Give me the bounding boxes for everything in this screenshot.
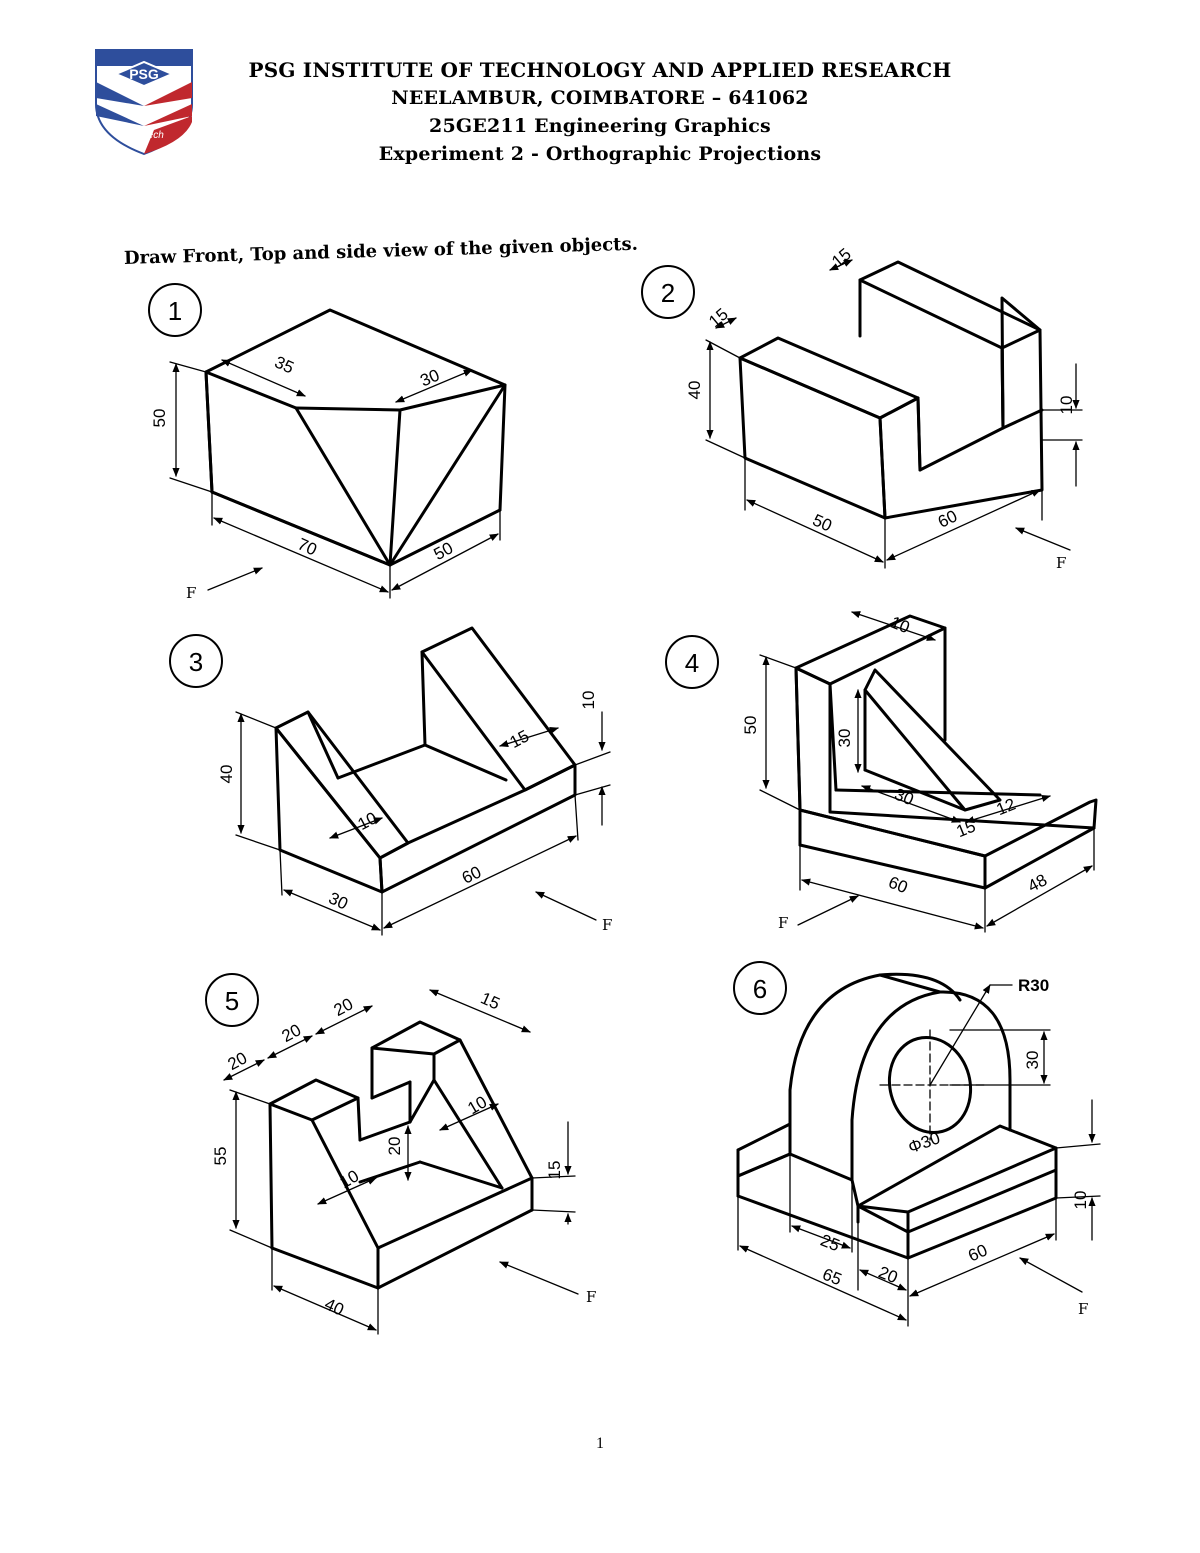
- figure-number: 4: [685, 648, 699, 678]
- dim-height: 40: [217, 765, 236, 784]
- dim-base: 10: [1057, 396, 1076, 415]
- dim-base: 15: [545, 1161, 564, 1180]
- figure-1: 1 50 35 30: [148, 283, 507, 602]
- dim-base-height: 10: [1071, 1191, 1090, 1210]
- dim-top-right: 30: [417, 365, 442, 390]
- figure-number: 3: [189, 647, 203, 677]
- institute-name: PSG INSTITUTE OF TECHNOLOGY AND APPLIED …: [248, 58, 952, 82]
- dim-thickness-left: 15: [705, 304, 732, 331]
- dim-rib-height: 30: [835, 729, 854, 748]
- dim-width: 30: [326, 888, 351, 913]
- dim-height: 50: [150, 409, 169, 428]
- dim-length: 60: [459, 862, 484, 887]
- dim-length: 70: [295, 534, 320, 559]
- direction-label: F: [778, 914, 788, 932]
- dim-hole-diameter: Φ30: [906, 1128, 943, 1157]
- dim-radius: R30: [1018, 976, 1049, 995]
- dim-length: 65: [820, 1265, 845, 1290]
- direction-label: F: [1078, 1300, 1088, 1318]
- dim-hole-height: 30: [1023, 1051, 1042, 1070]
- figure-number: 5: [225, 986, 239, 1016]
- dim-slot-depth: 20: [385, 1137, 404, 1156]
- dim-top-1: 20: [225, 1048, 251, 1074]
- figure-6: 6: [733, 961, 1101, 1327]
- dim-height: 50: [741, 716, 760, 735]
- dim-slope-left: 10: [336, 1166, 362, 1192]
- direction-label: F: [1056, 554, 1066, 572]
- course-title: 25GE211 Engineering Graphics: [429, 115, 771, 137]
- dim-height: 55: [211, 1147, 230, 1166]
- document-header: PSG INSTITUTE OF TECHNOLOGY AND APPLIED …: [220, 56, 980, 168]
- experiment-title: Experiment 2 - Orthographic Projections: [378, 143, 822, 165]
- figure-3: 3 40: [169, 626, 612, 936]
- figure-number: 2: [661, 278, 675, 308]
- figure-number: 1: [168, 296, 182, 326]
- figure-2: 2 15: [641, 244, 1083, 572]
- institute-logo: PSG iTech: [95, 49, 193, 156]
- figure-4: 4: [665, 611, 1098, 933]
- dim-base: 10: [579, 691, 598, 710]
- figure-5: 5: [205, 973, 596, 1335]
- dim-slope-right: 15: [507, 726, 533, 752]
- dim-top-left: 35: [272, 352, 297, 377]
- dim-step: 20: [876, 1263, 901, 1288]
- dim-slope-right: 10: [464, 1092, 490, 1118]
- figure-number: 6: [753, 974, 767, 1004]
- direction-label: F: [602, 916, 612, 934]
- direction-label: F: [586, 1288, 596, 1306]
- dim-depth: 15: [478, 988, 503, 1013]
- dim-thickness-right: 15: [828, 244, 855, 271]
- page-number: 1: [596, 1435, 604, 1452]
- logo-text: PSG: [129, 66, 159, 82]
- direction-label: F: [186, 584, 196, 602]
- dim-width: 60: [965, 1240, 990, 1265]
- dim-height: 40: [685, 381, 704, 400]
- institute-address: NEELAMBUR, COIMBATORE – 641062: [391, 87, 809, 109]
- dim-length: 50: [810, 510, 835, 535]
- dim-length: 60: [886, 873, 911, 898]
- logo-subtext: iTech: [140, 130, 164, 141]
